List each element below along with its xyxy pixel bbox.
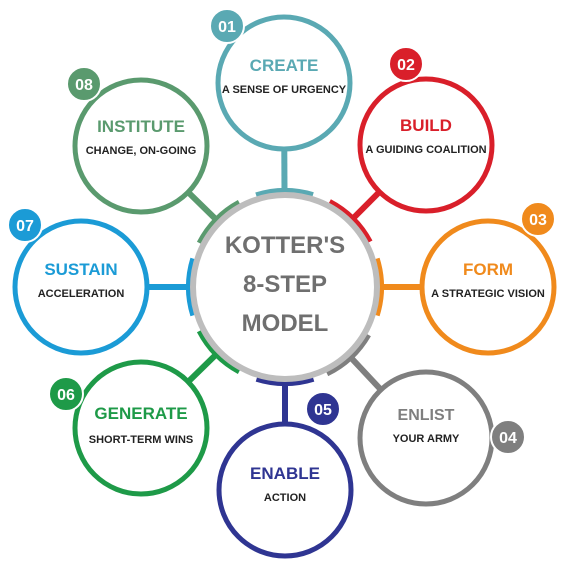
center-title-line-2: 8-STEP [243, 271, 327, 298]
step-08: INSTITUTE CHANGE, ON-GOING 08 [66, 66, 210, 215]
step-circle [72, 77, 210, 215]
step-subtitle: A STRATEGIC VISION [431, 288, 545, 300]
step-01: CREATE A SENSE OF URGENCY 01 [209, 8, 353, 152]
step-number: 01 [218, 19, 236, 36]
step-badge [66, 66, 102, 102]
step-badge [305, 391, 341, 427]
step-subtitle: SHORT-TERM WINS [89, 434, 194, 446]
step-badge [388, 46, 424, 82]
connector-08 [187, 191, 219, 222]
step-subtitle: A GUIDING COALITION [365, 144, 486, 156]
step-circle [12, 218, 150, 356]
center-circle [190, 192, 380, 382]
connector-04 [348, 355, 382, 391]
step-title: BUILD [400, 116, 452, 135]
step-number: 02 [397, 57, 415, 74]
step-number: 08 [75, 77, 93, 94]
step-07: SUSTAIN ACCELERATION 07 [7, 207, 150, 356]
center-hub: KOTTER'S 8-STEP MODEL [190, 192, 380, 382]
connector-06 [187, 352, 219, 383]
step-subtitle: ACTION [264, 492, 306, 504]
step-subtitle: ACCELERATION [38, 288, 125, 300]
step-badge [490, 419, 526, 455]
step-badge [7, 207, 43, 243]
step-title: ENABLE [250, 464, 320, 483]
step-number: 07 [16, 218, 34, 235]
hub-arc-07 [186, 257, 197, 317]
step-circle [216, 421, 354, 559]
step-02: BUILD A GUIDING COALITION 02 [357, 46, 495, 214]
hub-arc-05 [255, 375, 315, 386]
step-06: GENERATE SHORT-TERM WINS 06 [48, 359, 210, 497]
connector-02 [350, 191, 381, 222]
step-number: 05 [314, 402, 332, 419]
step-subtitle: YOUR ARMY [393, 433, 460, 445]
center-title-line-3: MODEL [242, 310, 329, 337]
step-circle [72, 359, 210, 497]
step-number: 03 [529, 212, 547, 229]
step-title: ENLIST [398, 407, 455, 424]
step-title: GENERATE [94, 404, 187, 423]
hub-arc-03 [373, 257, 384, 317]
hub-arc-08 [196, 199, 241, 245]
connectors [149, 150, 420, 422]
center-title-line-1: KOTTER'S [225, 232, 345, 259]
step-badge [209, 8, 245, 44]
step-badge [520, 201, 556, 237]
step-title: FORM [463, 260, 513, 279]
step-number: 06 [57, 387, 75, 404]
step-subtitle: CHANGE, ON-GOING [86, 145, 197, 157]
step-circle [357, 76, 495, 214]
step-03: FORM A STRATEGIC VISION 03 [419, 201, 557, 356]
step-number: 04 [499, 430, 517, 447]
step-title: SUSTAIN [44, 260, 117, 279]
hub-arc-04 [325, 333, 371, 377]
step-04: ENLIST YOUR ARMY 04 [357, 369, 526, 507]
step-subtitle: A SENSE OF URGENCY [222, 84, 347, 96]
step-circle [215, 14, 353, 152]
hub-arc-06 [196, 329, 241, 375]
step-circle [419, 218, 557, 356]
step-05: ENABLE ACTION 05 [216, 391, 354, 559]
step-badge [48, 376, 84, 412]
step-title: INSTITUTE [97, 117, 185, 136]
step-title: CREATE [250, 56, 319, 75]
